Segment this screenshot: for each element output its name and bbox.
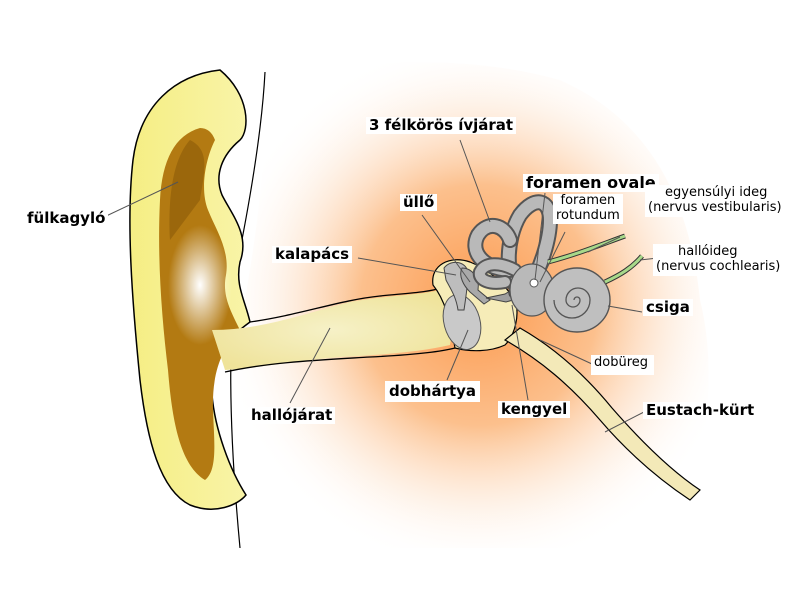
label-foramen: foramen [560,193,616,208]
label-nervus-vestibularis: (nervus vestibularis) [648,199,782,215]
label-halloideg: hallóideg (nervus cochlearis) [653,244,784,276]
label-rotundum: rotundum [556,207,620,223]
label-felkoros-ivjarat: 3 félkörös ívjárat [366,116,517,135]
label-egyensulyi-ideg-line1: egyensúlyi ideg [665,185,768,200]
ear-canal [212,290,452,370]
cochlea [543,267,611,333]
ear-canal-bottom-edge [224,347,456,373]
semicircular-canals [467,194,559,298]
label-foramen-rotundum: foramen rotundum [553,193,623,224]
pinna-concha-shade [169,140,205,240]
label-dobhartya: dobhártya [385,381,481,403]
label-egyensulyi-ideg: egyensúlyi ideg (nervus vestibularis) [645,185,785,217]
cochlear-nerve-core [604,255,644,284]
ear-canal-top-edge [249,287,441,323]
label-kengyel: kengyel [498,400,571,419]
label-kalapacs: kalapács [272,245,353,264]
eustachian-tube [503,327,701,501]
oval-window [529,278,539,288]
pinna-highlight [168,225,232,345]
label-halloideg-line1: hallóideg [678,244,738,259]
label-dobureg: dobüreg [591,355,655,375]
vestibular-nerve-core [547,234,626,264]
label-nervus-cochlearis: (nervus cochlearis) [656,258,781,274]
cochlea-spiral [553,287,591,319]
incus [460,267,491,305]
label-foramen-ovale: foramen ovale [523,173,659,193]
label-hallojarat: hallójárat [248,406,336,425]
label-fulkagylo: fülkagyló [24,209,109,228]
leader-lines [101,139,659,433]
label-ullo: üllő [400,193,438,212]
label-csiga: csiga [643,298,693,317]
label-eustach-kurt: Eustach-kürt [643,401,758,420]
